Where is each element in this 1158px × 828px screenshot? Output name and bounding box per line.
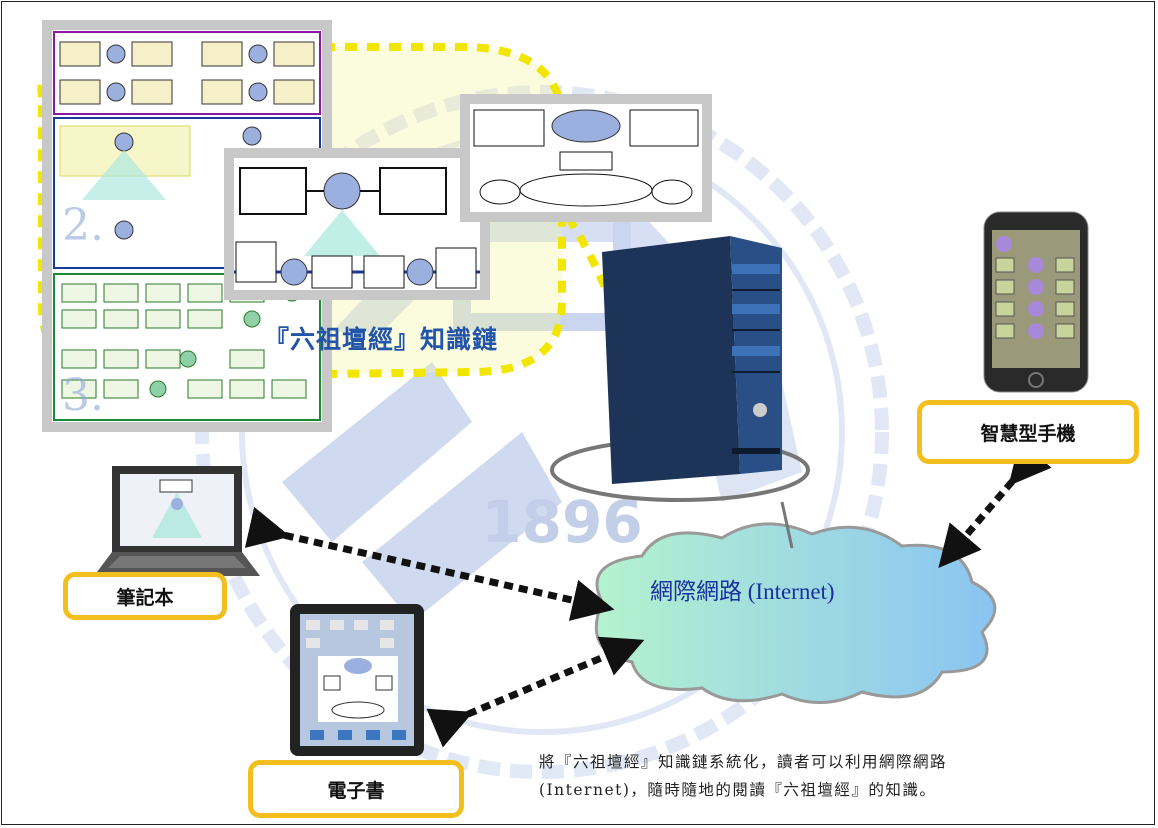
knowledge-chain-title: 『六祖壇經』知識鏈 <box>264 325 499 354</box>
ebook-label: 電子書 <box>248 760 464 818</box>
laptop-icon <box>94 466 260 576</box>
svg-text:3.: 3. <box>62 370 104 421</box>
knowledge-chain-document-2 <box>224 148 490 300</box>
server-icon <box>550 236 810 502</box>
document-chart-graphic: 2. 3. <box>53 31 321 421</box>
caption-line-1: 將『六祖壇經』知識鏈系統化，讀者可以利用網際網路 <box>539 753 948 771</box>
document-chart-graphic <box>473 109 699 207</box>
svg-text:2.: 2. <box>62 200 104 251</box>
notebook-label: 筆記本 <box>63 572 227 620</box>
caption: 將『六祖壇經』知識鏈系統化，讀者可以利用網際網路 (Internet)，隨時隨地… <box>539 748 1099 804</box>
double-arrow-icon <box>938 440 1052 568</box>
cloud-icon <box>594 522 997 704</box>
knowledge-chain-document-3 <box>460 94 712 222</box>
smartphone-icon <box>983 211 1089 393</box>
double-arrow-icon <box>426 636 645 748</box>
double-arrow-icon <box>244 506 615 621</box>
smartphone-label: 智慧型手機 <box>917 400 1139 464</box>
tablet-icon <box>290 604 424 756</box>
document-chart-graphic <box>234 167 480 289</box>
internet-label: 網際網路 (Internet) <box>650 579 835 604</box>
caption-line-2: (Internet)，隨時隨地的閱讀『六祖壇經』的知識。 <box>539 781 937 799</box>
